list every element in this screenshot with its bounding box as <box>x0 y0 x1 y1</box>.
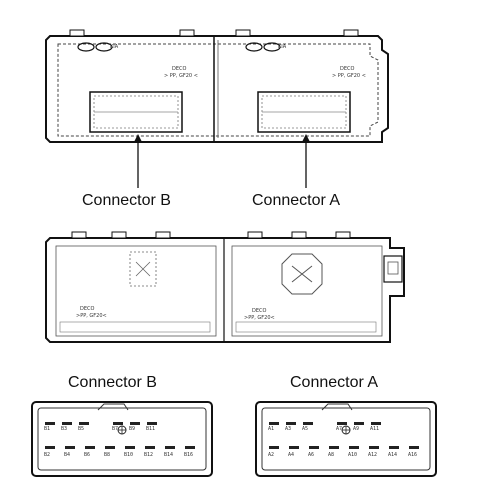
pin-label: B1 <box>44 426 51 432</box>
pin-slot <box>62 422 72 425</box>
pin-slot <box>269 446 279 449</box>
pin-slot <box>45 446 55 449</box>
pin-label: B10 <box>124 452 134 458</box>
connector-a-face-outline <box>255 401 437 477</box>
face-connector-a-label: Connector A <box>290 374 379 391</box>
pin-label: B9 <box>129 426 136 432</box>
pin-slot <box>79 422 89 425</box>
pin-label: A6 <box>308 452 315 458</box>
pin-label: A16 <box>408 452 418 458</box>
top-left-marking-2: > PP, GF20 < <box>164 73 198 79</box>
pin-slot <box>303 422 313 425</box>
pin-label: A3 <box>285 426 292 432</box>
pin-slot <box>369 446 379 449</box>
pin-slot <box>289 446 299 449</box>
top-connector-b-label: Connector B <box>82 192 171 209</box>
pin-slot <box>309 446 319 449</box>
bottom-right-marking-1: DECO <box>252 308 267 314</box>
pin-slot <box>337 422 347 425</box>
pin-label: A2 <box>268 452 275 458</box>
pin-slots <box>45 422 419 449</box>
pin-label: A11 <box>370 426 380 432</box>
bottom-left-marking-2: >PP, GF20< <box>76 313 107 319</box>
pin-label: A5 <box>302 426 309 432</box>
pin-slot <box>354 422 364 425</box>
pin-slot <box>65 446 75 449</box>
bottom-left-marking-1: DECO <box>80 306 95 312</box>
bottom-right-marking-2: >PP, GF20< <box>244 315 275 321</box>
pin-slot <box>185 446 195 449</box>
pin-slot <box>371 422 381 425</box>
pin-label: B12 <box>144 452 154 458</box>
pin-slot <box>286 422 296 425</box>
pin-slot <box>145 446 155 449</box>
face-connector-b-label: Connector B <box>68 374 157 391</box>
logo-left-text: KIA <box>110 44 119 50</box>
pin-slot <box>85 446 95 449</box>
pin-slot <box>45 422 55 425</box>
pin-slot <box>125 446 135 449</box>
pin-label: A14 <box>388 452 398 458</box>
top-right-marking-1: DECO <box>340 66 355 72</box>
side-clip <box>383 255 403 283</box>
pin-slot <box>349 446 359 449</box>
pin-slot <box>269 422 279 425</box>
pin-label: A1 <box>268 426 275 432</box>
pin-label: B14 <box>164 452 174 458</box>
connector-b-face-outline <box>31 401 213 477</box>
top-right-marking-2: > PP, GF20 < <box>332 73 366 79</box>
pin-label: B5 <box>78 426 85 432</box>
pin-label: B11 <box>146 426 156 432</box>
pin-slot <box>130 422 140 425</box>
pin-label: B2 <box>44 452 51 458</box>
pin-label: B6 <box>84 452 91 458</box>
pin-slot <box>165 446 175 449</box>
pin-label: B8 <box>104 452 111 458</box>
logo-left-emblem <box>77 42 95 52</box>
pin-slot <box>329 446 339 449</box>
pin-label: B16 <box>184 452 194 458</box>
pin-label: B4 <box>64 452 71 458</box>
pin-label: A12 <box>368 452 378 458</box>
top-connector-a-label: Connector A <box>252 192 341 209</box>
top-left-marking-1: DECO <box>172 66 187 72</box>
pin-label: A7 <box>336 426 343 432</box>
pin-label: A9 <box>353 426 360 432</box>
pin-label: A4 <box>288 452 295 458</box>
logo-right-text: KIA <box>278 44 287 50</box>
pin-label: A8 <box>328 452 335 458</box>
pin-label: A10 <box>348 452 358 458</box>
pin-slot <box>147 422 157 425</box>
pin-label: B7 <box>112 426 119 432</box>
octagon-feature <box>281 253 323 295</box>
pin-label: B3 <box>61 426 68 432</box>
pin-slot <box>389 446 399 449</box>
pin-slot <box>113 422 123 425</box>
pin-slot <box>105 446 115 449</box>
pin-slot <box>409 446 419 449</box>
